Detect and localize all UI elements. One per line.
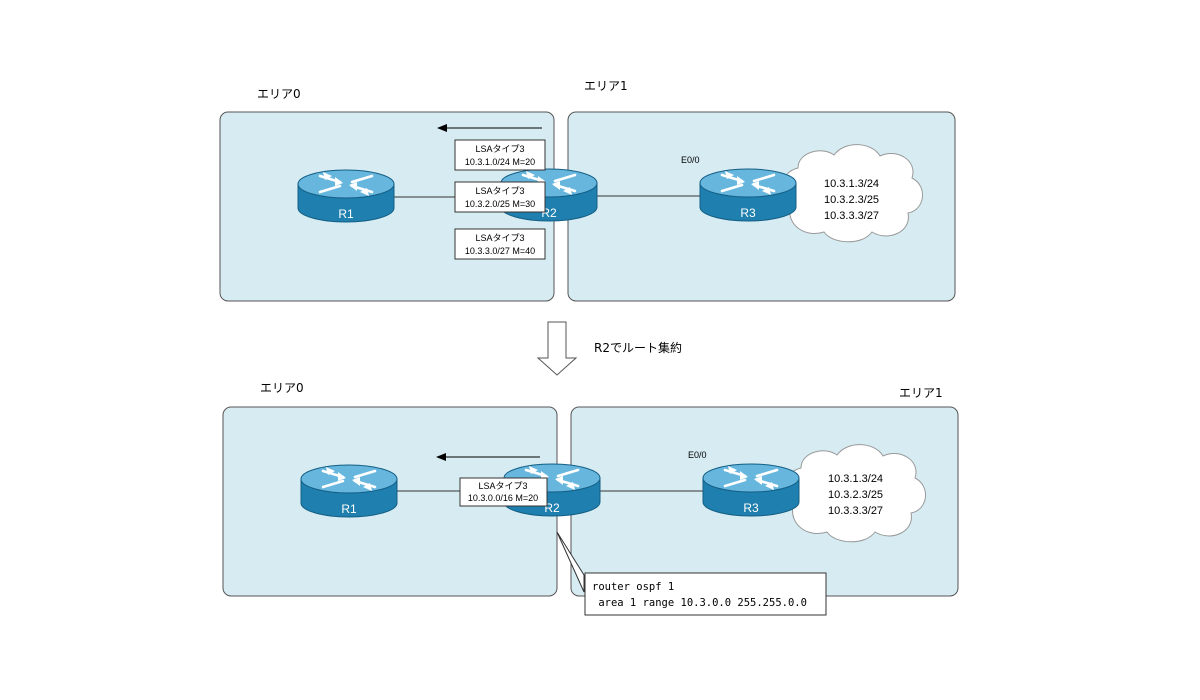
interface-label: E0/0 (681, 155, 700, 165)
transition-caption: R2でルート集約 (594, 340, 682, 355)
router-r1: R1 (296, 168, 396, 224)
network-cloud: 10.3.1.3/24 10.3.2.3/25 10.3.3.3/27 (783, 444, 926, 543)
interface-label: E0/0 (688, 450, 707, 460)
config-line-1: router ospf 1 (592, 581, 674, 593)
area1-label: エリア1 (584, 79, 628, 93)
lsa-box-type: LSAタイプ3 (475, 186, 524, 196)
lsa-box-type: LSAタイプ3 (475, 144, 524, 154)
lsa-box: LSAタイプ3 10.3.2.0/25 M=30 (454, 181, 546, 213)
cloud-network-1: 10.3.1.3/24 (828, 473, 883, 485)
cloud-network-3: 10.3.3.3/27 (824, 210, 879, 222)
config-callout: router ospf 1 area 1 range 10.3.0.0 255.… (556, 531, 827, 616)
lsa-box-route: 10.3.1.0/24 M=20 (465, 157, 535, 167)
lsa-box: LSAタイプ3 10.3.3.0/27 M=40 (454, 228, 546, 260)
router-r1-label: R1 (338, 207, 354, 221)
router-r1-label: R1 (341, 502, 357, 516)
cloud-network-1: 10.3.1.3/24 (824, 178, 879, 190)
router-r3: R3 (698, 167, 798, 223)
network-cloud: 10.3.1.3/24 10.3.2.3/25 10.3.3.3/27 (780, 144, 923, 243)
router-r3-label: R3 (743, 501, 759, 515)
router-r3-label: R3 (740, 206, 756, 220)
callout-pointer (556, 531, 585, 593)
after-diagram: エリア0 エリア1 10.3.1.3/24 10.3.2.3/25 10.3.3… (222, 381, 959, 616)
lsa-box-type: LSAタイプ3 (478, 481, 527, 491)
lsa-box-summarized: LSAタイプ3 10.3.0.0/16 M=20 (459, 477, 548, 507)
cloud-network-2: 10.3.2.3/25 (828, 489, 883, 501)
area1-label: エリア1 (899, 386, 943, 400)
lsa-box-route: 10.3.2.0/25 M=30 (465, 199, 535, 209)
transition: R2でルート集約 (536, 321, 682, 376)
router-r2-label: R2 (544, 501, 560, 515)
router-r1: R1 (299, 463, 399, 519)
lsa-box-type: LSAタイプ3 (475, 233, 524, 243)
lsa-box-route: 10.3.0.0/16 M=20 (468, 493, 538, 503)
router-r2: R2 (502, 462, 602, 518)
config-line-2: area 1 range 10.3.0.0 255.255.0.0 (592, 597, 807, 609)
lsa-box: LSAタイプ3 10.3.1.0/24 M=20 (454, 139, 546, 171)
area0-label: エリア0 (260, 381, 304, 395)
area0-label: エリア0 (257, 87, 301, 101)
before-diagram: エリア0 エリア1 10.3.1.3/24 10.3.2.3/25 10.3.3… (219, 79, 956, 302)
cloud-network-2: 10.3.2.3/25 (824, 194, 879, 206)
down-arrow-icon (536, 321, 578, 376)
config-box (584, 572, 827, 616)
lsa-box-route: 10.3.3.0/27 M=40 (465, 246, 535, 256)
router-r3: R3 (701, 462, 801, 518)
cloud-network-3: 10.3.3.3/27 (828, 505, 883, 517)
